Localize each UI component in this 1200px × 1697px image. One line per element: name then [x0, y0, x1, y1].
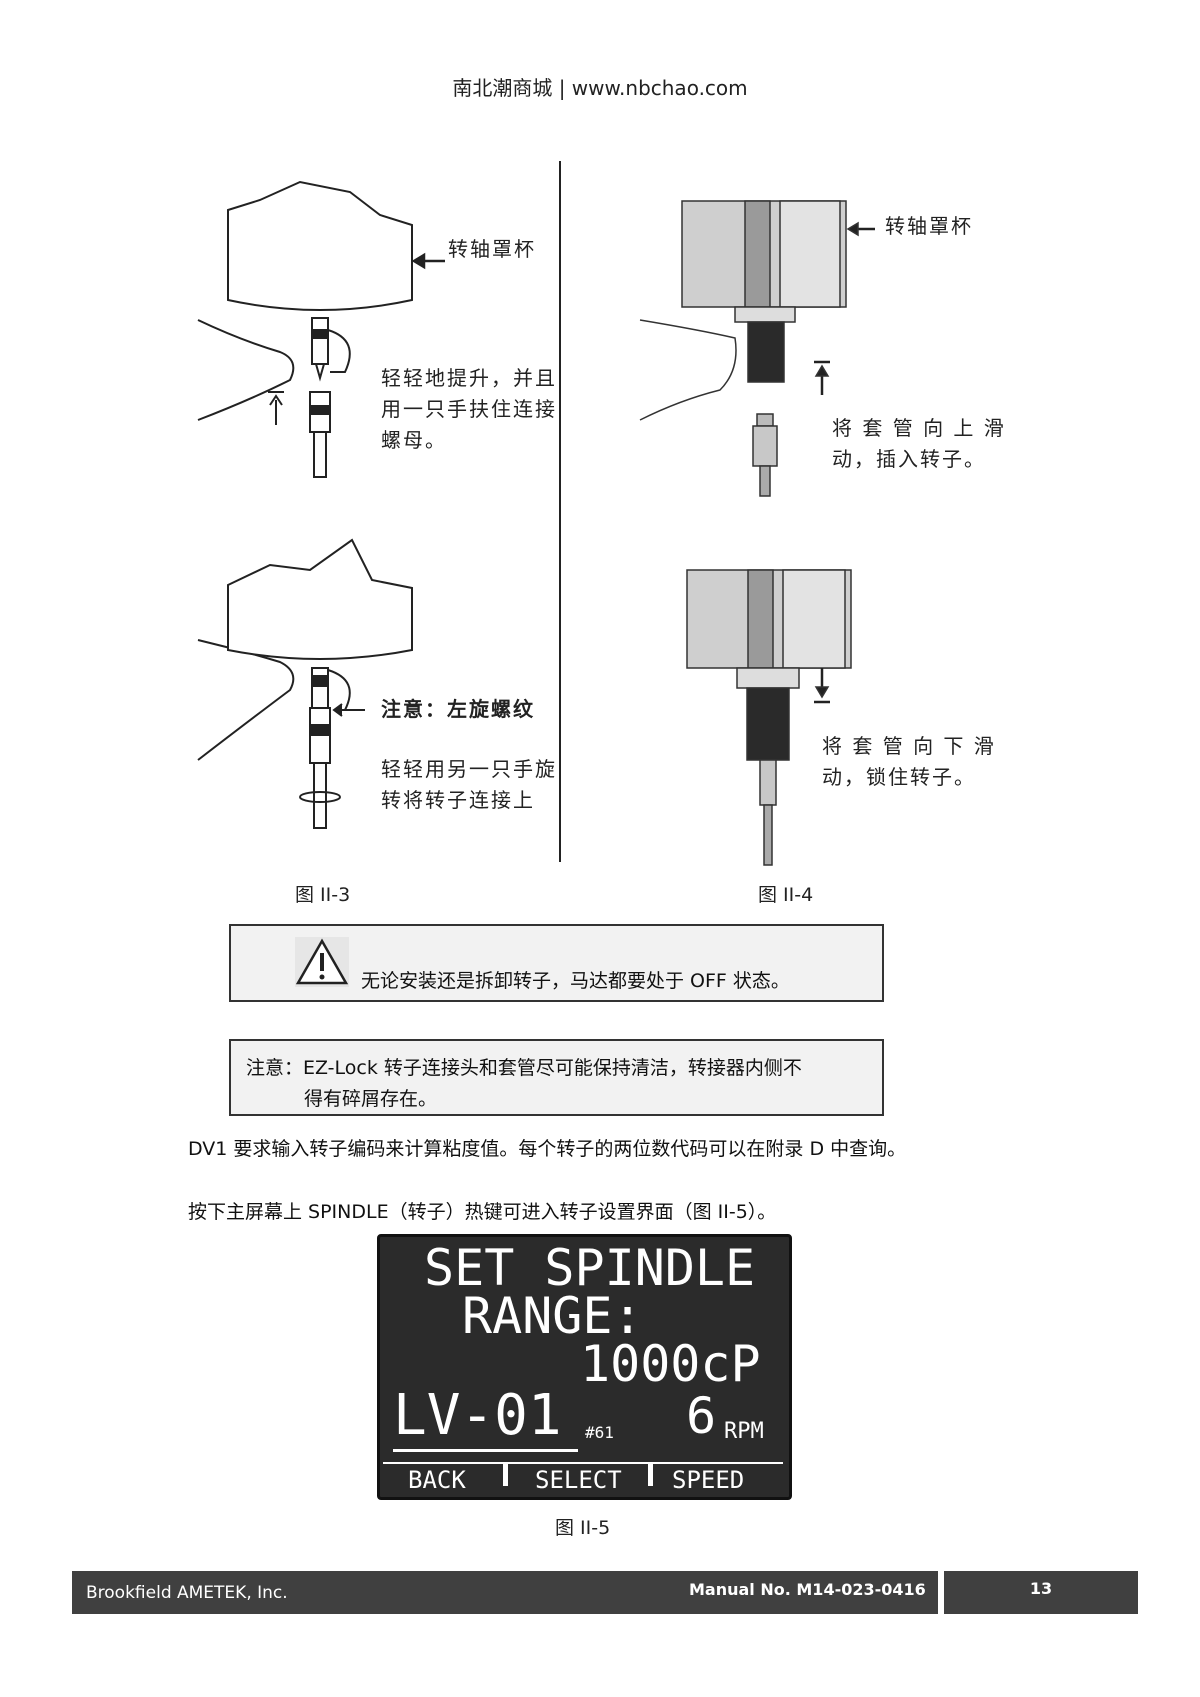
warning-triangle-icon: [295, 937, 349, 987]
fig-ii4-top-drawing: [639, 200, 875, 497]
fig-ii3-step1: 轻轻地提升，并且 用一只手扶住连接 螺母。: [381, 363, 557, 456]
paragraph-spindle-code: DV1 要求输入转子编码来计算粘度值。每个转子的两位数代码可以在附录 D 中查询…: [188, 1138, 907, 1160]
softkey-separator: [503, 1462, 508, 1486]
page-number: 13: [944, 1571, 1138, 1614]
display-spindle-selection[interactable]: LV-01: [393, 1383, 578, 1452]
spindle-attachment-illustrations: [197, 161, 875, 866]
text-line: 转将转子连接上: [381, 788, 535, 812]
softkey-back[interactable]: BACK: [408, 1466, 466, 1494]
warning-box: 无论安装还是拆卸转子，马达都要处于 OFF 状态。: [229, 924, 884, 1002]
page-header: 南北潮商城 | www.nbchao.com: [452, 76, 748, 100]
note-line-2: 得有碎屑存在。: [304, 1088, 438, 1110]
text-line: 将 套 管 向 上 滑: [832, 416, 1006, 440]
footer-manual-number: Manual No. M14-023-0416: [689, 1580, 926, 1599]
display-title-line1: SET SPINDLE: [424, 1239, 756, 1297]
set-spindle-display: SET SPINDLE RANGE: 1000cP LV-01 #61 6 RP…: [377, 1234, 792, 1500]
display-speed-unit: RPM: [724, 1419, 764, 1444]
fig-ii3-top-drawing: [197, 180, 413, 478]
figure-caption-ii3: 图 II-3: [295, 884, 351, 906]
softkey-divider: [383, 1462, 783, 1464]
display-range-value: 1000cP: [580, 1335, 761, 1393]
warning-text: 无论安装还是拆卸转子，马达都要处于 OFF 状态。: [361, 970, 790, 992]
paragraph-spindle-key: 按下主屏幕上 SPINDLE（转子）热键可进入转子设置界面（图 II-5）。: [188, 1201, 777, 1223]
text-line: 轻轻地提升，并且: [381, 366, 557, 390]
text-line: 螺母。: [381, 428, 447, 452]
softkey-separator: [648, 1462, 653, 1486]
figure-caption-ii5: 图 II-5: [555, 1517, 611, 1539]
softkey-speed[interactable]: SPEED: [672, 1466, 745, 1494]
note-box: 注意：EZ-Lock 转子连接头和套管尽可能保持清洁，转接器内侧不 得有碎屑存在…: [229, 1039, 884, 1116]
figure-caption-ii4: 图 II-4: [758, 884, 814, 906]
fig-ii4-step1: 将 套 管 向 上 滑 动，插入转子。: [832, 413, 1006, 475]
fig-ii3-note-title: 注意：左旋螺纹: [381, 697, 535, 721]
fig-ii4-step2: 将 套 管 向 下 滑 动，锁住转子。: [822, 731, 996, 793]
note-line-1: 注意：EZ-Lock 转子连接头和套管尽可能保持清洁，转接器内侧不: [246, 1057, 802, 1079]
text-line: 动，插入转子。: [832, 447, 986, 471]
fig-ii4-cup-label: 转轴罩杯: [885, 214, 973, 238]
text-line: 用一只手扶住连接: [381, 397, 557, 421]
display-spindle-code: #61: [585, 1423, 614, 1442]
fig-ii3-step2: 轻轻用另一只手旋 转将转子连接上: [381, 754, 557, 816]
text-line: 动，锁住转子。: [822, 765, 976, 789]
fig-ii3-bottom-drawing: [197, 538, 413, 829]
display-title-line2: RANGE:: [462, 1287, 643, 1345]
text-line: 将 套 管 向 下 滑: [822, 734, 996, 758]
text-line: 轻轻用另一只手旋: [381, 757, 557, 781]
footer-company: Brookfield AMETEK, Inc.: [86, 1583, 288, 1603]
fig-ii3-cup-label: 转轴罩杯: [448, 237, 536, 261]
softkey-select[interactable]: SELECT: [535, 1466, 622, 1494]
page-footer: Brookfield AMETEK, Inc. Manual No. M14-0…: [72, 1571, 938, 1614]
display-speed-value: 6: [686, 1387, 717, 1445]
fig-ii4-bottom-drawing: [686, 569, 852, 866]
